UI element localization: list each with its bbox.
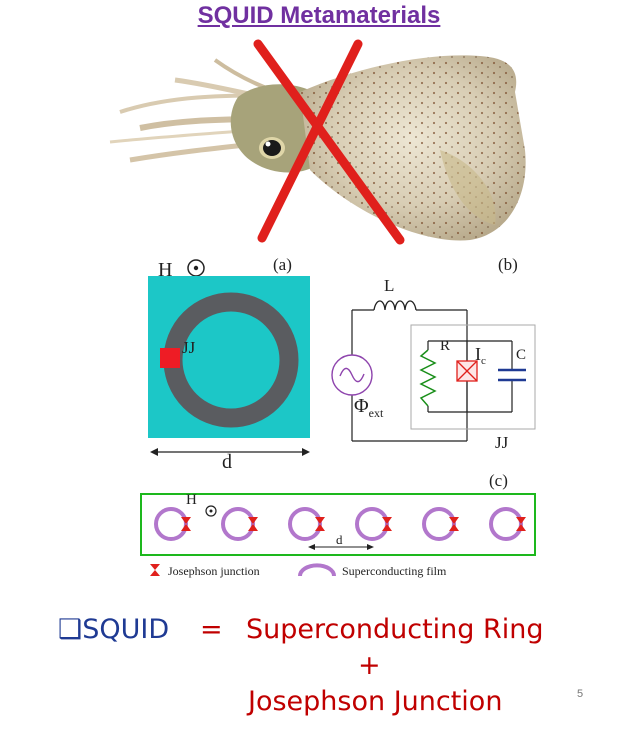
josephson-junction-mark: [248, 517, 258, 531]
panel-a-label: (a): [273, 255, 292, 274]
squid-ring: [355, 507, 392, 541]
panel-b-label: (b): [498, 255, 518, 274]
size-label-d: d: [222, 451, 232, 473]
page-number: 5: [577, 688, 584, 700]
inductor-label: L: [384, 276, 394, 295]
field-out-icon-c: [205, 505, 217, 517]
legend-film-label: Superconducting film: [342, 564, 447, 578]
legend: Josephson junction Superconducting film: [150, 563, 447, 578]
spacing-label-d: d: [336, 532, 343, 547]
panel-b: (b) L R Ic: [331, 255, 536, 452]
jj-label-a: JJ: [182, 338, 196, 357]
resistor-label: R: [440, 338, 450, 354]
squid-ring: [288, 507, 325, 541]
external-flux-label: Φext: [354, 395, 384, 420]
squid-term: SQUID: [82, 614, 170, 645]
josephson-junction-square: [160, 348, 180, 368]
junction-element: [456, 360, 478, 382]
width-arrow: [150, 448, 310, 456]
plus-sign: +: [358, 650, 381, 681]
critical-current-label: Ic: [475, 344, 486, 367]
capacitor: [498, 368, 526, 382]
superconducting-ring-term: Superconducting Ring: [246, 614, 544, 645]
legend-junction-label: Josephson junction: [168, 564, 260, 578]
page-title: SQUID Metamaterials: [197, 2, 441, 29]
inductor-coil: [373, 300, 417, 311]
equation-lhs: ❑SQUID: [58, 614, 169, 645]
squid-ring: [422, 507, 459, 541]
field-label-c: H: [186, 492, 197, 508]
squid-ring: [489, 507, 526, 541]
legend-junction-icon: [150, 564, 160, 576]
josephson-junction-mark: [516, 517, 526, 531]
equals-sign: =: [200, 614, 223, 645]
josephson-junction-mark: [382, 517, 392, 531]
jj-label-b: JJ: [495, 433, 509, 452]
spacing-arrow: [308, 544, 374, 550]
squid-ring: [154, 507, 191, 541]
panel-a: H (a) JJ d: [148, 255, 310, 473]
bullet-icon: ❑: [58, 614, 83, 645]
squid-ring: [221, 507, 258, 541]
field-label-a: H: [158, 259, 172, 281]
josephson-junction-term: Josephson Junction: [248, 686, 503, 717]
josephson-junction-mark: [315, 517, 325, 531]
squid-illustration: [109, 55, 526, 241]
josephson-junction-mark: [181, 517, 191, 531]
cross-out-mark: [253, 39, 405, 245]
panel-c-label: (c): [489, 471, 508, 490]
legend-film-icon: [298, 563, 336, 577]
flux-source-icon: [331, 354, 373, 396]
josephson-junction-mark: [449, 517, 459, 531]
panel-c: (c) H d: [140, 471, 536, 556]
jj-box: [410, 324, 536, 430]
squid-ring-row: [154, 507, 526, 541]
capacitor-label: C: [516, 347, 526, 363]
field-out-icon: [187, 259, 205, 277]
squid-array-frame: [140, 493, 536, 556]
resistor: [419, 349, 437, 407]
